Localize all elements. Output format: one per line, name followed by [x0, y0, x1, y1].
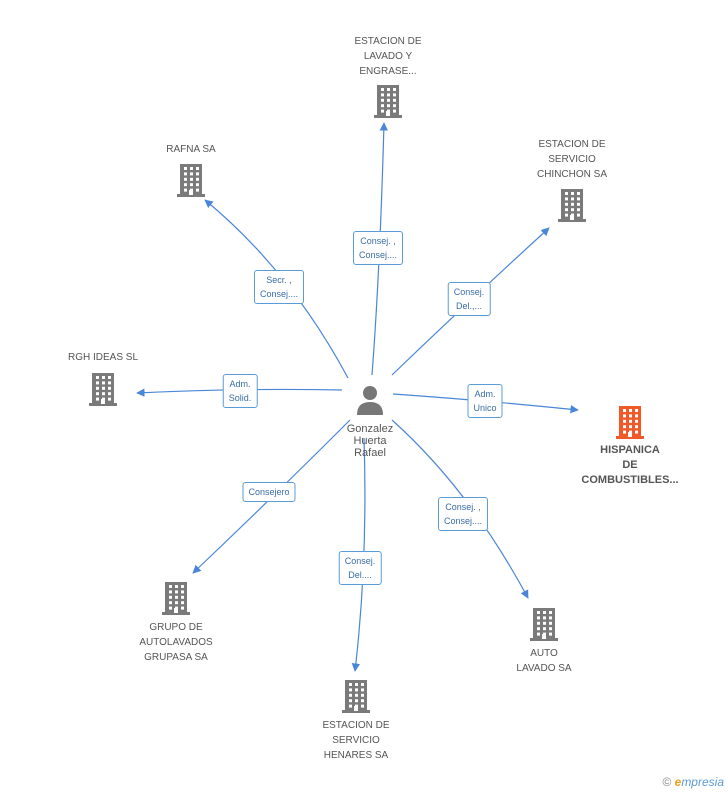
company-label-line: AUTO: [530, 648, 558, 659]
company-label-line: ESTACION DE: [322, 720, 390, 731]
building-icon[interactable]: [89, 372, 117, 406]
company-label-line: RAFNA SA: [166, 144, 216, 155]
person-name-line: Huerta: [353, 435, 387, 447]
role-text: Consej.: [453, 287, 485, 297]
company-label-line: ESTACION DE: [354, 36, 422, 47]
company-label-line: SERVICIO: [332, 735, 380, 746]
role-text: Del....: [348, 570, 372, 580]
brand-name: mpresia: [681, 775, 724, 789]
role-text: Adm.: [229, 379, 251, 389]
person-name-line: Gonzalez: [346, 423, 394, 435]
company-label-estacion-lavado[interactable]: ESTACION DE LAVADO Y ENGRASE...: [328, 34, 448, 79]
role-badge-estacion-chinchon[interactable]: Consej. Del.,...: [447, 282, 491, 316]
building-icon[interactable]: [374, 84, 402, 118]
role-text: Secr. ,: [266, 275, 292, 285]
company-label-line: SERVICIO: [548, 154, 596, 165]
role-text: Consej....: [443, 516, 483, 526]
role-badge-rafna[interactable]: Secr. , Consej....: [253, 270, 305, 304]
company-label-line: CHINCHON SA: [536, 169, 607, 180]
company-label-line: AUTOLAVADOS: [139, 637, 213, 648]
company-label-line: LAVADO Y: [363, 51, 413, 62]
company-label-grupo-autolavados[interactable]: GRUPO DE AUTOLAVADOS GRUPASA SA: [116, 620, 236, 665]
building-icon[interactable]: [342, 679, 370, 713]
role-text: Consej. ,: [445, 502, 481, 512]
role-text: Unico: [473, 403, 497, 413]
building-icon[interactable]: [530, 607, 558, 641]
company-label-line: ESTACION DE: [538, 139, 606, 150]
company-label-line: GRUPO DE: [149, 622, 203, 633]
company-label-line: HENARES SA: [323, 750, 389, 761]
company-label-line: RGH IDEAS SL: [67, 352, 139, 363]
company-label-line: COMBUSTIBLES...: [581, 474, 679, 486]
role-badge-auto-lavado[interactable]: Consej. , Consej....: [437, 497, 489, 531]
role-badge-rgh-ideas[interactable]: Adm. Solid.: [222, 374, 258, 408]
person-icon[interactable]: [356, 385, 384, 415]
role-text: Del.,...: [455, 301, 483, 311]
copyright-symbol: ©: [662, 775, 672, 789]
role-badge-grupo-autolavados[interactable]: Consejero: [242, 482, 296, 502]
role-badge-estacion-henares[interactable]: Consej. Del....: [338, 551, 382, 585]
role-text: Consej....: [259, 289, 299, 299]
company-label-line: LAVADO SA: [516, 663, 572, 674]
company-label-line: ENGRASE...: [359, 66, 417, 77]
company-label-line: DE: [622, 459, 638, 471]
company-label-line: HISPANICA: [600, 444, 660, 456]
company-label-rafna[interactable]: RAFNA SA: [131, 142, 251, 157]
role-text: Consej. ,: [360, 236, 396, 246]
building-icon[interactable]: [616, 405, 644, 439]
brand-initial: e: [674, 775, 682, 789]
building-icon[interactable]: [162, 581, 190, 615]
person-name-line: Rafael: [354, 447, 386, 459]
company-label-estacion-henares[interactable]: ESTACION DE SERVICIO HENARES SA: [296, 718, 416, 763]
role-badge-estacion-lavado[interactable]: Consej. , Consej....: [352, 231, 404, 265]
role-text: Adm.: [474, 389, 496, 399]
building-icon[interactable]: [558, 188, 586, 222]
company-label-rgh-ideas[interactable]: RGH IDEAS SL: [43, 350, 163, 365]
role-text: Solid.: [228, 393, 252, 403]
building-icon[interactable]: [177, 163, 205, 197]
company-label-line: GRUPASA SA: [144, 652, 208, 663]
role-text: Consej....: [358, 250, 398, 260]
company-label-auto-lavado[interactable]: AUTO LAVADO SA: [484, 646, 604, 676]
watermark: © empresia: [662, 775, 724, 789]
company-label-estacion-chinchon[interactable]: ESTACION DE SERVICIO CHINCHON SA: [512, 137, 632, 182]
role-text: Consejero: [248, 487, 290, 497]
company-label-hispanica[interactable]: HISPANICA DE COMBUSTIBLES...: [570, 443, 690, 488]
role-text: Consej.: [344, 556, 376, 566]
role-badge-hispanica[interactable]: Adm. Unico: [467, 384, 503, 418]
